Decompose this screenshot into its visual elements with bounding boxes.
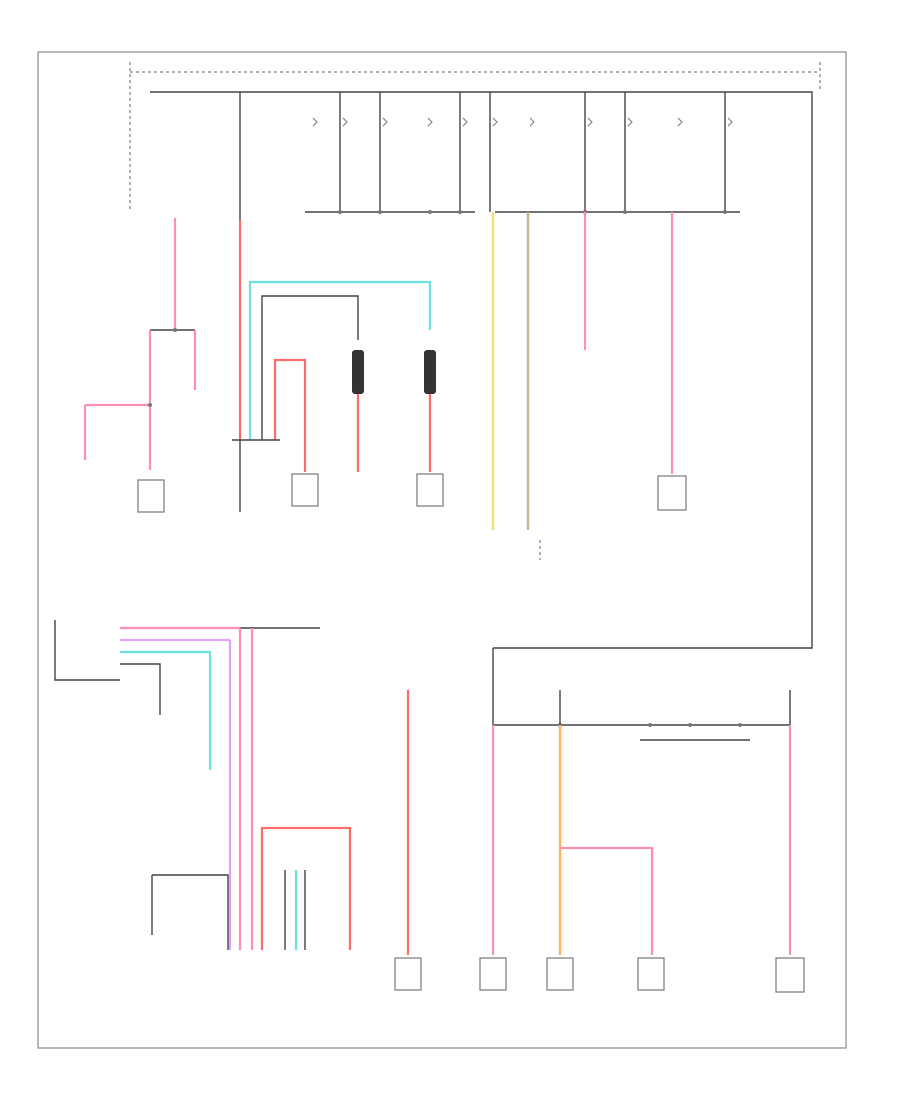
- generator-circuit: [352, 350, 444, 507]
- lower-right-fuses: [394, 648, 805, 993]
- trans-control-box: [657, 475, 687, 511]
- starter-box: [291, 473, 319, 507]
- component-box-1: [394, 957, 422, 991]
- bcm-circuit: [83, 218, 197, 513]
- component-box-2: [479, 957, 507, 991]
- component-box-5: [775, 957, 805, 993]
- component-box-4: [637, 957, 665, 991]
- splice-pack-circuit: [151, 628, 352, 950]
- generator-box: [416, 473, 444, 507]
- body-control-module-box: [137, 479, 165, 513]
- trans-control-circuit: [657, 212, 687, 511]
- top-fuse-block: [129, 62, 821, 220]
- fuse-row-top: [239, 92, 740, 220]
- component-box-3: [546, 957, 574, 991]
- ignition-switch-circuit: [54, 620, 320, 770]
- battery-starter-circuit: [232, 220, 432, 512]
- diagram-frame: [37, 51, 847, 1049]
- ecm-circuit: [491, 212, 541, 560]
